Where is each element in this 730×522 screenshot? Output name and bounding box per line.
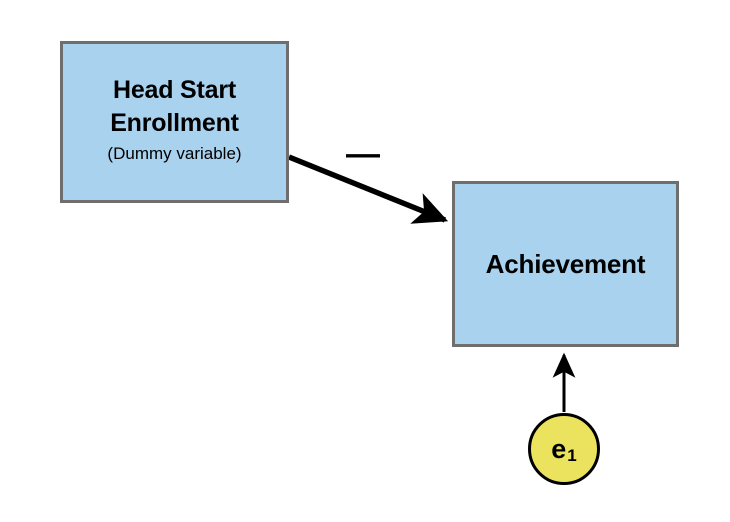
- edge-head-start-to-achievement: [287, 154, 449, 224]
- error-term-subscript: 1: [567, 445, 577, 465]
- node-head-start-title-line-2: Enrollment: [110, 109, 239, 138]
- node-head-start-title-line-1: Head Start: [112, 76, 237, 104]
- path-sign-negative-label: —: [346, 135, 380, 173]
- error-term-letter: e: [551, 433, 567, 464]
- node-achievement[interactable]: Achievement: [452, 181, 679, 347]
- node-head-start-enrollment[interactable]: Head Start Enrollment (Dummy variable): [60, 41, 289, 203]
- node-achievement-title: Achievement: [485, 248, 646, 279]
- node-head-start-subtitle: (Dummy variable): [107, 143, 242, 163]
